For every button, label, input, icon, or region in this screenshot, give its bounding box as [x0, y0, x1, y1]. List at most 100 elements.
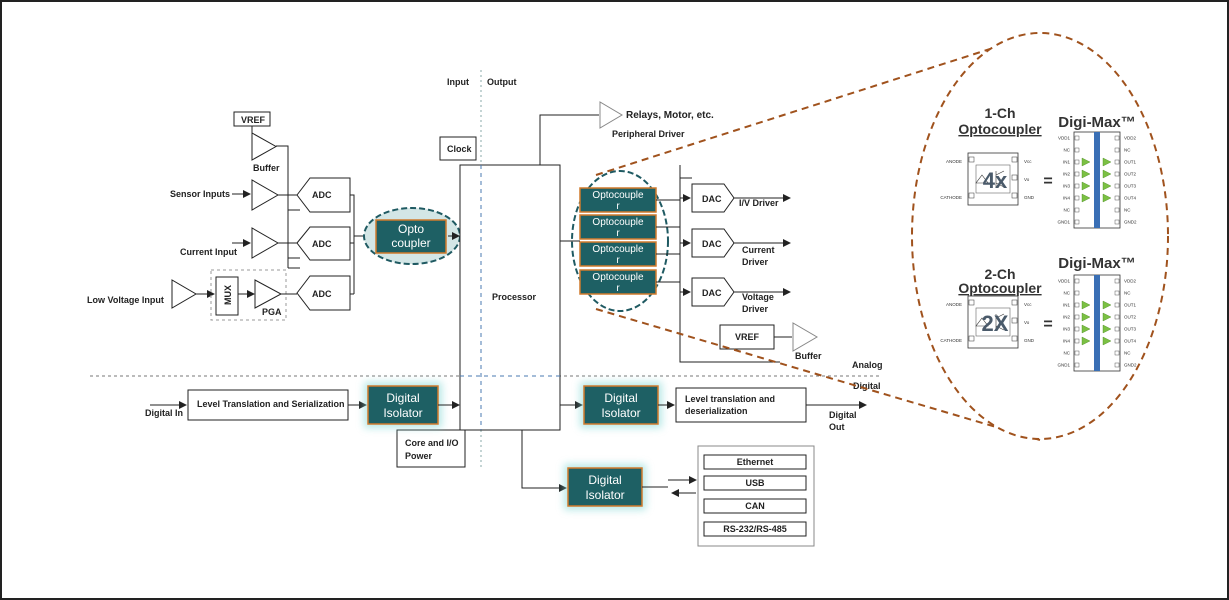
opto-chip-body — [967, 152, 1019, 206]
buffer-label-right: Buffer — [795, 351, 822, 361]
opto-right-box-1 — [579, 187, 657, 213]
digital-out-line1: Digital — [829, 410, 857, 420]
interface-label-2: USB — [745, 478, 765, 488]
adc-1-label: ADC — [312, 190, 332, 200]
dm-pin-right-6: OUT4 — [1124, 339, 1136, 344]
peripheral-wire — [539, 114, 599, 165]
dm-pin-left-1: VDD1 — [1058, 136, 1071, 141]
dm-buffer-in-2 — [1081, 169, 1091, 179]
opto-pin-r0 — [1011, 299, 1018, 306]
dac-1 — [691, 183, 735, 213]
dm-pinbox-r7 — [1114, 350, 1120, 356]
zoom-line-top — [595, 32, 1041, 176]
interface-1 — [703, 454, 807, 470]
low-voltage-input-label: Low Voltage Input — [87, 295, 164, 305]
mult-4x: 4x — [983, 168, 1008, 193]
deser-line1: Level translation and — [685, 394, 775, 404]
clock-label: Clock — [447, 144, 473, 154]
dm-pinbox-l2 — [1074, 147, 1080, 153]
mux-pga-group — [210, 269, 287, 321]
dm-buffer-in-1 — [1081, 300, 1091, 310]
pin-anode: ANODE — [946, 302, 962, 307]
mux-label: MUX — [223, 285, 233, 305]
dm-pinbox-l4 — [1074, 171, 1080, 177]
one-ch-line1: 1-Ch — [984, 105, 1015, 121]
pin-vcc: Vcc — [1024, 302, 1032, 307]
dm-pin-right-8: GND2 — [1124, 220, 1137, 225]
dm-pin-right-2: NC — [1124, 291, 1131, 296]
dm-buffer-out-3 — [1102, 324, 1112, 334]
adc-3: ADC — [296, 275, 351, 311]
dm-pinbox-l5 — [1074, 326, 1080, 332]
sensor-inputs-label: Sensor Inputs — [170, 189, 230, 199]
dm-pin-left-3: IN1 — [1063, 303, 1071, 308]
equals-1: = — [1043, 173, 1052, 190]
dm-pinbox-l8 — [1074, 219, 1080, 225]
opto-right-ellipse — [571, 170, 669, 312]
voltage-driver-line1: Voltage — [742, 292, 774, 302]
iso1-line2: Isolator — [383, 406, 422, 420]
level-serialization-box — [187, 389, 349, 421]
dm-pin-left-2: NC — [1064, 291, 1071, 296]
peripheral-driver-amp — [599, 101, 623, 129]
peripheral-driver-label: Peripheral Driver — [612, 129, 685, 139]
opto-pin-r1 — [1011, 317, 1018, 324]
dm-pinbox-l7 — [1074, 207, 1080, 213]
isolation-barrier — [1094, 275, 1100, 371]
dm-buffer-in-3 — [1081, 324, 1091, 334]
dm-buffer-out-4 — [1102, 336, 1112, 346]
digital-out-line2: Out — [829, 422, 845, 432]
current-driver-line2: Driver — [742, 257, 769, 267]
dm-pinbox-r2 — [1114, 147, 1120, 153]
one-ch-line2: Optocoupler — [958, 121, 1042, 137]
interface-3 — [703, 498, 807, 514]
dm-pin-right-7: NC — [1124, 208, 1131, 213]
dm-pinbox-r6 — [1114, 338, 1120, 344]
dac-bus — [679, 165, 780, 363]
opto-pin-l1 — [968, 335, 975, 342]
dm-pinbox-r5 — [1114, 326, 1120, 332]
dm-pin-left-4: IN2 — [1063, 172, 1071, 177]
current-driver-line1: Current — [742, 245, 775, 255]
digital-in-label: Digital In — [145, 408, 183, 418]
dm-pin-left-6: IN4 — [1063, 339, 1071, 344]
pin-vcc: Vcc — [1024, 159, 1032, 164]
dm-pin-right-4: OUT2 — [1124, 172, 1136, 177]
opto-right-box-3 — [579, 241, 657, 267]
dm-pin-left-2: NC — [1064, 148, 1071, 153]
mux-box — [215, 276, 239, 316]
current-input-label: Current Input — [180, 247, 237, 257]
zoom-line-bottom — [595, 308, 1041, 441]
level-deserialization-box — [675, 387, 807, 423]
dm-pin-right-5: OUT3 — [1124, 327, 1136, 332]
dm-pinbox-r8 — [1114, 219, 1120, 225]
dm-pinbox-l2 — [1074, 290, 1080, 296]
equals-2: = — [1043, 316, 1052, 333]
digimax-title-2: Digi-Max™ — [1058, 255, 1136, 272]
opto-right-label-2b: r — [616, 228, 620, 239]
dm-buffer-out-2 — [1102, 312, 1112, 322]
adc-bus — [350, 194, 355, 295]
pin-gnd: GND — [1024, 195, 1035, 200]
dm-buffer-in-4 — [1081, 336, 1091, 346]
opto-right-label-2a: Optocouple — [592, 217, 644, 228]
dm-pinbox-l6 — [1074, 195, 1080, 201]
opto-right-label-1b: r — [616, 201, 620, 212]
dm-pin-left-8: GND1 — [1057, 363, 1070, 368]
digital-label: Digital — [853, 381, 881, 391]
interface-label-1: Ethernet — [737, 457, 774, 467]
pga-label: PGA — [262, 307, 282, 317]
iso3-line2: Isolator — [585, 488, 624, 502]
opto-pin-r2 — [1011, 192, 1018, 199]
dm-buffer-out-1 — [1102, 300, 1112, 310]
current-amp — [251, 227, 280, 259]
proc-to-iso3 — [521, 430, 567, 492]
dm-pin-right-3: OUT1 — [1124, 160, 1136, 165]
opto-right-box-4 — [579, 269, 657, 295]
opto-right-label-3b: r — [616, 255, 620, 266]
dm-pin-left-1: VDD1 — [1058, 279, 1071, 284]
dm-buffer-out-2 — [1102, 169, 1112, 179]
